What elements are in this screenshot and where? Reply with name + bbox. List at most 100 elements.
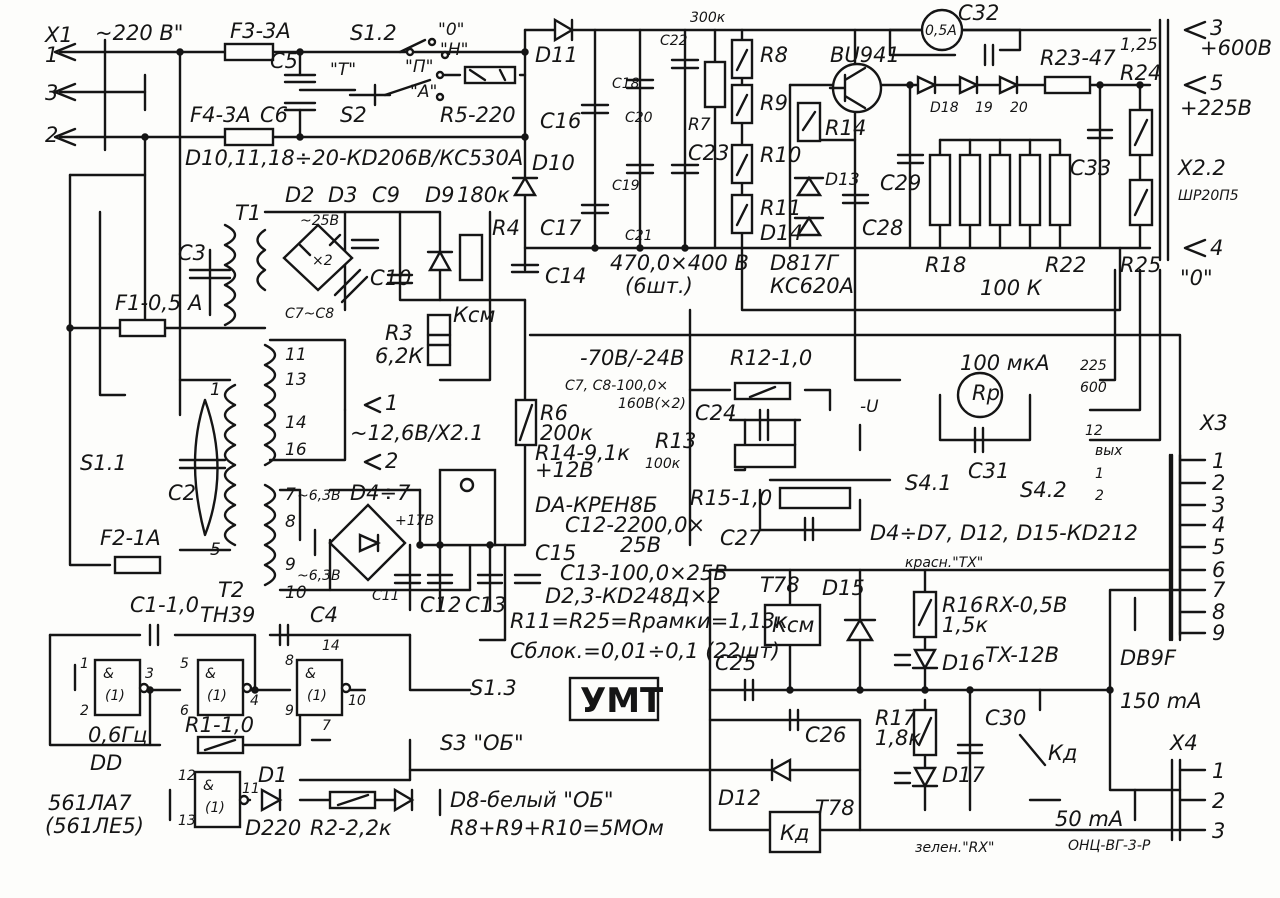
r22-label: R22 — [1045, 253, 1086, 277]
r24-value: 1,25 — [1120, 35, 1158, 55]
diode-d11 — [553, 17, 575, 43]
x3-pin-8: 8 — [1212, 600, 1225, 624]
labels: X1 ~220 В" 1 3 2 F3-3A F4-3A F1-0,5 A F2… — [44, 1, 1272, 856]
d13-label: D13 — [825, 170, 860, 190]
diode-d15 — [845, 617, 875, 642]
c32-label: C32 — [958, 1, 999, 25]
x4-pin-2: 2 — [1212, 789, 1225, 813]
d9-label: D9 — [425, 183, 455, 207]
x2-1-label: ~12,6В/Х2.1 — [350, 421, 484, 445]
x1-label: X1 — [44, 23, 73, 47]
r8-label: R8 — [760, 43, 788, 67]
title-box — [568, 676, 660, 722]
current-50ma: 50 mA — [1055, 807, 1123, 831]
c9-label: C9 — [372, 183, 400, 207]
c19-label: C19 — [612, 178, 640, 194]
x2-2-pin-4-label: "0" — [1180, 266, 1213, 290]
t2-label: T2 — [218, 578, 244, 602]
dd-label: DD — [90, 751, 122, 775]
r11-label: R11 — [760, 196, 801, 220]
chip-type-alt: (561ЛЕ5) — [45, 814, 144, 838]
gate4-pin-13: 13 — [178, 813, 196, 829]
tx-voltage: TX-12В — [985, 643, 1059, 667]
r16-value: 1,5к — [942, 613, 988, 637]
c15-label: C15 — [535, 541, 576, 565]
capacitor-c5 — [283, 73, 317, 84]
c12-note-2: 25В — [620, 533, 661, 557]
rp-label: Rp — [972, 381, 1000, 405]
diodes-note: D4÷D7, D12, D15-КD212 — [870, 521, 1138, 545]
d12-label: D12 — [718, 786, 761, 810]
frequency-label: 0,6Гц — [88, 723, 147, 747]
schematic-title: УМТ — [580, 681, 664, 721]
c17-label: C17 — [540, 216, 582, 240]
x3-pin-2: 2 — [1212, 471, 1225, 495]
s1-2-pos-p: "П" — [405, 57, 433, 77]
r5-label: R5-220 — [440, 103, 516, 127]
fuse-f2-label: F2-1A — [100, 526, 161, 550]
gate1-pin-1: 1 — [80, 656, 89, 672]
c26-label: C26 — [805, 723, 846, 747]
d17-label: D17 — [942, 763, 986, 787]
r18-label: R18 — [925, 253, 966, 277]
gate1-pin-2: 2 — [80, 703, 89, 719]
c33-label: C33 — [1070, 156, 1111, 180]
x4-pin-1: 1 — [1212, 759, 1225, 783]
x2-2-pin-5-voltage: +225В — [1180, 96, 1252, 120]
transformer-t2 — [193, 398, 219, 537]
rx-voltage: RX-0,5В — [985, 593, 1067, 617]
r7-label: R7 — [688, 115, 711, 135]
c30-label: C30 — [985, 706, 1026, 730]
cap-bank-value: 470,0×400 В — [610, 251, 749, 275]
switch-s4-2-label: S4.2 — [1020, 478, 1067, 502]
s4-2-pos-2: 2 — [1095, 488, 1104, 504]
c7-c8-label: C7~C8 — [285, 306, 334, 322]
gate4-pin-11: 11 — [242, 781, 260, 797]
rx-led-label: зелен."RX" — [915, 840, 994, 856]
c25-label: C25 — [715, 651, 756, 675]
c11-label: C11 — [372, 588, 400, 604]
s1-2-pos-0: "0" — [438, 20, 464, 40]
t78-label-a: Т78 — [760, 573, 800, 597]
x2-2-pin-5: 5 — [1210, 71, 1223, 95]
ac-6-3v-b: ~6,3В — [297, 568, 341, 584]
switch-pos-600: 600 — [1080, 380, 1107, 396]
c12-label: C12 — [420, 593, 461, 617]
bu941-label: BU941 — [830, 43, 900, 67]
x3-label: X3 — [1199, 411, 1228, 435]
switch-s1-3-label: S1.3 — [470, 676, 517, 700]
gate2-pin-4: 4 — [250, 693, 259, 709]
resistor-r3 — [426, 313, 452, 367]
r3-value: 6,2К — [375, 344, 424, 368]
resistor-r7 — [703, 60, 727, 109]
gate4-one: (1) — [205, 800, 225, 816]
c21-label: C21 — [625, 228, 653, 244]
fuse-f1-label: F1-0,5 A — [115, 291, 202, 315]
x3-type: DB9F — [1120, 646, 1177, 670]
plus-17v: +17В — [395, 513, 434, 529]
c14-label: C14 — [545, 264, 586, 288]
t2-winding-13: 13 — [285, 370, 307, 390]
d4-d7-label: D4÷7 — [350, 481, 411, 505]
c24-label: C24 — [695, 401, 736, 425]
r24-label: R24 — [1120, 61, 1161, 85]
zener-d13 — [795, 175, 823, 197]
d20-label: 20 — [1010, 100, 1028, 116]
x4-label: X4 — [1169, 731, 1198, 755]
transformer-t1 — [223, 223, 237, 327]
d220-label: D220 — [245, 816, 301, 840]
kd-contact-label: Кд — [1048, 741, 1077, 765]
t2-winding-10: 10 — [285, 583, 307, 603]
r-sum-note: R8+R9+R10=5МОм — [450, 816, 664, 840]
gate3-pin-8: 8 — [285, 653, 294, 669]
s2-pos-t: "Т" — [330, 60, 356, 80]
d3-label: D3 — [328, 183, 358, 207]
c28-label: C28 — [862, 216, 903, 240]
r3-label: R3 — [385, 321, 413, 345]
x3-pin-1: 1 — [1212, 449, 1225, 473]
x3-pin-4: 4 — [1212, 513, 1225, 537]
d18-label: D18 — [930, 100, 959, 116]
x1-pin-3: 3 — [45, 81, 58, 105]
gate3-pin-7: 7 — [322, 718, 331, 734]
relay-kd-label: Кд — [780, 821, 809, 845]
